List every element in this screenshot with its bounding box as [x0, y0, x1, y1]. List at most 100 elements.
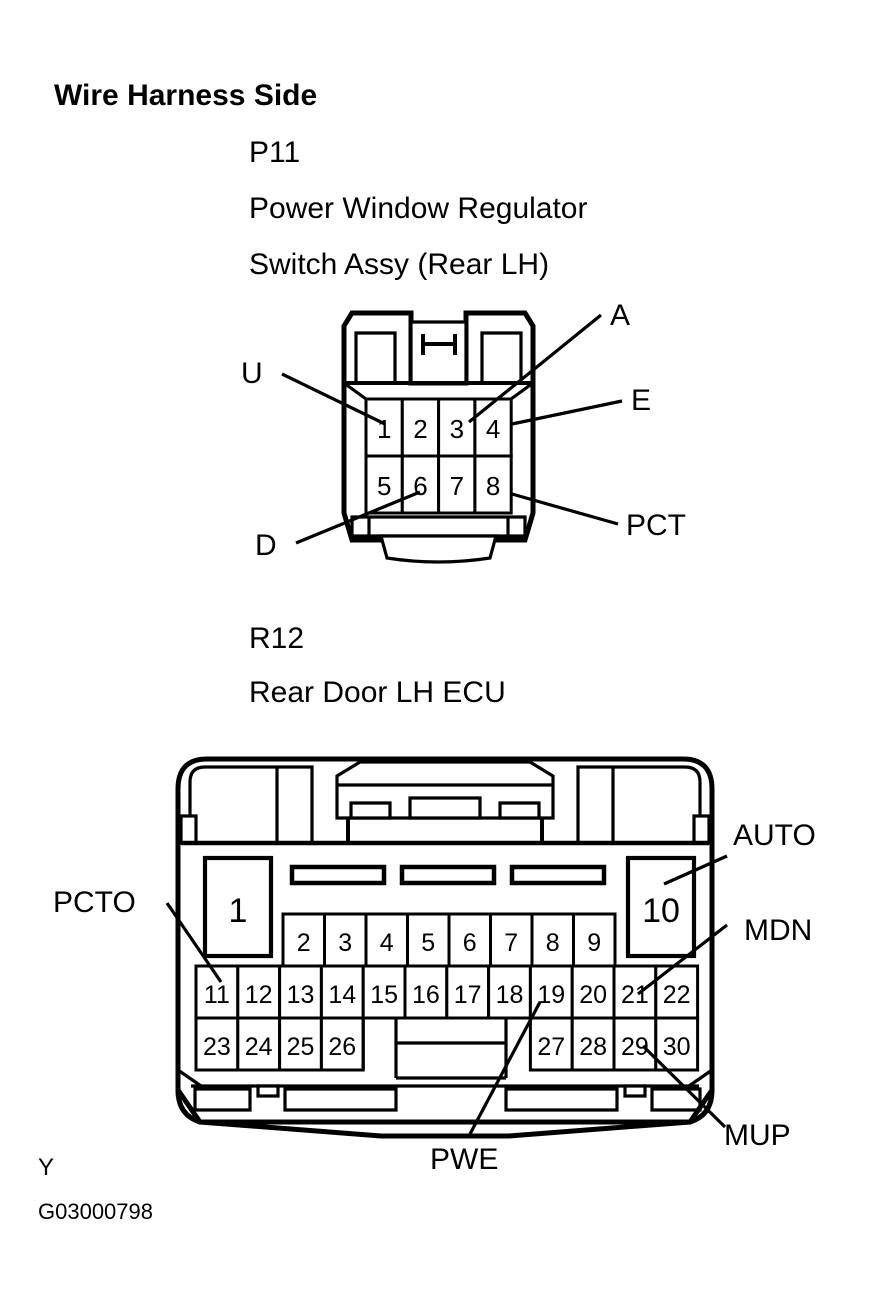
r12-left-shoulder [188, 765, 314, 845]
r12-pin-label-26: 26 [328, 1033, 356, 1061]
r12-pin-label-25: 25 [287, 1033, 315, 1061]
p11-pin-label-7: 7 [450, 471, 464, 501]
r12-pin-label-17: 17 [454, 981, 482, 1009]
callout-label-auto: AUTO [733, 819, 816, 852]
r12-cell-18 [487, 964, 532, 1020]
p11-pin-label-5: 5 [377, 471, 391, 501]
r12-pin-label-1: 1 [229, 892, 248, 930]
r12-cell-15 [361, 964, 407, 1020]
p11-leader-a [467, 313, 603, 424]
callout-label-e: E [631, 384, 651, 417]
p11-leader-pct [511, 492, 619, 526]
r12-slot-center [399, 864, 497, 886]
callout-label-mup: MUP [724, 1119, 791, 1152]
r12-pin-row-mid: 11 12 13 14 15 16 17 18 19 20 21 22 [194, 964, 700, 1020]
r12-pin-label-14: 14 [328, 981, 356, 1009]
r12-leader-pcto [165, 902, 223, 983]
r12-skirt-box-right-wide [504, 1087, 619, 1112]
r12-pin-label-9: 9 [587, 929, 601, 957]
r12-pin-label-4: 4 [380, 929, 394, 957]
r12-name-line1: Rear Door LH ECU [249, 676, 506, 709]
r12-lower-chamfers [177, 1068, 713, 1088]
r12-pin-label-20: 20 [579, 981, 607, 1009]
p11-code: P11 [249, 136, 300, 169]
r12-pin-label-21: 21 [621, 981, 649, 1009]
p11-name-line1: Power Window Regulator [249, 192, 587, 225]
p11-callout-leaders [281, 313, 623, 545]
p11-leader-e [511, 399, 623, 426]
r12-slot-left [289, 864, 387, 886]
r12-leader-pwe [468, 1001, 542, 1135]
r12-cell-24 [236, 1016, 282, 1072]
r12-pin-label-10: 10 [642, 892, 680, 930]
footer-code: G03000798 [38, 1199, 153, 1224]
r12-cell-23 [194, 1016, 240, 1072]
p11-cell-4 [473, 397, 513, 458]
r12-connector: 1 10 2 3 4 5 6 [175, 756, 715, 1139]
p11-cell-6 [400, 454, 441, 515]
r12-left-notch [179, 814, 198, 845]
r12-pin-row-bottom-right: 27 28 29 30 [528, 1016, 700, 1072]
r12-slot-right [509, 864, 607, 886]
r12-pin-label-16: 16 [412, 981, 440, 1009]
p11-pin-grid: 1 2 3 4 5 6 7 8 [364, 397, 513, 515]
r12-pin-label-22: 22 [663, 981, 691, 1009]
r12-cell-9 [572, 912, 617, 968]
r12-pin-label-18: 18 [496, 981, 524, 1009]
p11-top-right-tab [480, 331, 523, 385]
r12-pin-label-28: 28 [579, 1033, 607, 1061]
r12-center-recess [361, 1018, 508, 1080]
p11-pin-label-2: 2 [413, 414, 427, 444]
r12-pin-label-24: 24 [245, 1033, 273, 1061]
r12-callout-leaders [165, 854, 728, 1135]
p11-pin-label-4: 4 [486, 414, 500, 444]
p11-leader-u [281, 372, 386, 426]
r12-right-notch [692, 814, 711, 845]
p11-chamfer-lines [343, 381, 534, 401]
p11-skirt-divider-lines [367, 517, 510, 536]
p11-pin-label-6: 6 [413, 471, 427, 501]
r12-pin-label-15: 15 [370, 981, 398, 1009]
page-title: Wire Harness Side [54, 79, 317, 112]
r12-pin-label-6: 6 [463, 929, 477, 957]
r12-pin-label-11: 11 [204, 981, 230, 1009]
p11-pin-label-3: 3 [450, 414, 464, 444]
callout-label-pwe: PWE [430, 1143, 498, 1176]
r12-leader-mdn [637, 923, 728, 996]
r12-pin-label-8: 8 [546, 929, 560, 957]
r12-cell-30 [654, 1016, 700, 1072]
p11-bottom-skirt [350, 515, 527, 538]
r12-skirt-box-left [193, 1087, 252, 1112]
r12-pin-label-7: 7 [504, 929, 518, 957]
r12-skirt-tab-right [623, 1084, 647, 1098]
r12-skirt-box-right [650, 1087, 702, 1112]
callout-label-pct: PCT [626, 509, 686, 542]
callout-label-d: D [255, 529, 277, 562]
p11-cell-7 [437, 454, 477, 515]
r12-bottom-bevel [175, 1088, 715, 1125]
r12-pin-label-5: 5 [421, 929, 435, 957]
p11-name-line2: Switch Assy (Rear LH) [249, 248, 549, 281]
r12-cell-26 [319, 1016, 365, 1072]
r12-pin-label-23: 23 [203, 1033, 231, 1061]
p11-leader-d [295, 490, 421, 545]
r12-leader-mup [641, 1044, 727, 1129]
r12-lever-notch-center [408, 796, 482, 820]
p11-pin-label-1: 1 [377, 414, 391, 444]
r12-cell-16 [403, 964, 449, 1020]
p11-cell-8 [473, 454, 513, 515]
r12-lever-legs [346, 818, 544, 843]
p11-connector: 1 2 3 4 5 6 7 8 [341, 310, 536, 564]
callout-label-pcto: PCTO [53, 886, 136, 919]
p11-bottom-nub [378, 534, 499, 564]
callout-label-mdn: MDN [744, 914, 812, 947]
r12-cell-27 [528, 1016, 574, 1072]
r12-pin-label-19: 19 [537, 981, 565, 1009]
footer-mark: Y [38, 1154, 54, 1181]
r12-lever-notch-right [498, 801, 541, 820]
r12-code: R12 [249, 622, 304, 655]
r12-skirt-tab-left [256, 1084, 280, 1098]
p11-center-latch [409, 320, 468, 385]
r12-skirt-box-left-wide [283, 1087, 398, 1112]
